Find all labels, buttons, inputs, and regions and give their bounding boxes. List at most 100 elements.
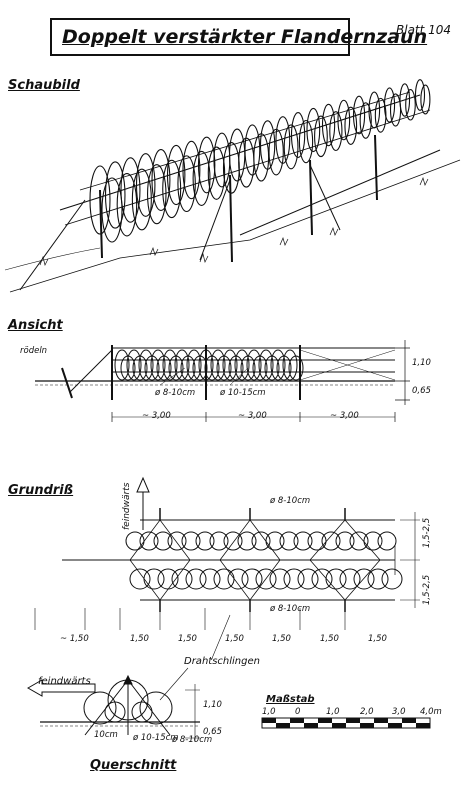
dim-spacing-2: ~ 3,00	[238, 411, 267, 421]
plan-spacing-7: 1,50	[368, 634, 387, 644]
dim-spacing-3: ~ 3,00	[330, 411, 359, 421]
wire-coil	[125, 531, 145, 551]
dim-plan-bottom: ø 8-10cm	[270, 604, 311, 614]
plan-spacing-5: 1,50	[272, 634, 291, 644]
wire-coil	[269, 568, 291, 590]
scale-bar-cell	[290, 718, 304, 723]
wire-coil	[157, 568, 179, 590]
wire-coil	[151, 149, 171, 211]
wire-coil	[153, 531, 173, 551]
wire-coil	[174, 349, 190, 381]
dim-section-height-bottom: 0,65	[203, 727, 222, 737]
scale-bar-cell	[388, 723, 402, 728]
wire-coil	[207, 146, 226, 200]
wire-coil	[167, 531, 187, 551]
wire-coil	[195, 531, 215, 551]
dim-section-height-top: 1,10	[203, 700, 222, 710]
wire-coil	[297, 568, 319, 590]
wire-coil	[321, 531, 341, 551]
wire-coil	[288, 355, 304, 381]
scale-tick-1: 1,0	[262, 707, 276, 717]
wire-coil	[368, 91, 381, 129]
wire-coil	[223, 531, 243, 551]
scale-bar-cell	[402, 718, 416, 723]
wire-coil	[181, 531, 201, 551]
scale-bar-cell	[276, 723, 290, 728]
wire-coil	[237, 531, 257, 551]
wire-coil	[307, 531, 327, 551]
wire-coil	[104, 161, 126, 229]
plan-spacing-3: 1,50	[178, 634, 197, 644]
dim-section-c: ø 8-10cm	[172, 735, 213, 745]
title-frame	[50, 18, 350, 56]
wire-coil	[234, 349, 250, 381]
wire-coil	[293, 531, 313, 551]
wire-coil	[139, 531, 159, 551]
wire-coil	[199, 568, 221, 590]
wire-coil	[251, 531, 271, 551]
wire-coil	[135, 153, 156, 217]
wire-coil	[131, 168, 152, 231]
wire-coil	[283, 568, 305, 590]
wire-coil	[259, 120, 276, 170]
wire-coil	[162, 159, 182, 219]
wire-coil	[246, 349, 262, 381]
elevation-drawing	[35, 340, 410, 422]
wire-coil	[126, 349, 142, 381]
wire-coil	[314, 115, 328, 158]
wire-coil	[213, 568, 235, 590]
wire-coil	[104, 701, 126, 723]
plan-spacing-2: 1,50	[130, 634, 149, 644]
plan-spacing-1: ~ 1,50	[60, 634, 89, 644]
scale-bar-cell	[304, 723, 318, 728]
wire-coil	[420, 84, 431, 115]
wire-coil	[162, 349, 178, 381]
wire-coil	[381, 568, 403, 590]
scale-tick-2: 0	[295, 707, 301, 717]
wire-coil	[210, 349, 226, 381]
perspective-drawing	[4, 79, 461, 293]
wire-coil	[185, 568, 207, 590]
wire-coil	[150, 349, 166, 381]
wire-coil	[222, 349, 238, 381]
dim-height-bottom: 0,65	[412, 386, 431, 396]
wire-coil	[129, 568, 151, 590]
wire-coil	[352, 95, 366, 135]
dim-section-b: ø 10-15cm	[133, 733, 179, 743]
wire-coil	[383, 87, 396, 123]
wire-coil	[344, 106, 358, 145]
wire-coil	[107, 679, 149, 721]
wire-coil	[290, 112, 306, 158]
heading-querschnitt: Querschnitt	[90, 758, 177, 773]
dim-plan-top: ø 8-10cm	[270, 496, 311, 506]
sheet-number: Blatt 104	[396, 23, 452, 37]
wire-coil	[198, 349, 214, 381]
wire-coil	[414, 79, 426, 111]
wire-coil	[265, 531, 285, 551]
scale-bar-cell	[262, 718, 276, 723]
dim-section-a: 10cm	[94, 730, 118, 740]
wire-coil	[171, 568, 193, 590]
wire-coil	[377, 531, 397, 551]
scale-bar-cell	[346, 718, 360, 723]
wire-coil	[147, 164, 167, 225]
wire-coil	[306, 107, 321, 153]
wire-coil	[298, 119, 314, 164]
heading-grundriss: Grundriß	[8, 483, 74, 498]
wire-coil	[349, 531, 369, 551]
wire-coil	[339, 568, 361, 590]
wire-coil	[353, 568, 375, 590]
wire-coil	[197, 136, 216, 194]
wire-coil	[139, 691, 173, 725]
wire-coil	[209, 531, 229, 551]
wire-coil	[83, 691, 117, 725]
scale-heading: Maßstab	[266, 694, 315, 705]
scale-bar-cell	[360, 723, 374, 728]
wire-coil	[186, 349, 202, 381]
wire-coil	[268, 128, 284, 176]
wire-coil	[283, 124, 299, 170]
wire-coil	[116, 173, 138, 237]
wire-coil	[311, 568, 333, 590]
dim-coil-small: ø 8-10cm	[155, 388, 196, 398]
wire-coil	[399, 83, 411, 117]
